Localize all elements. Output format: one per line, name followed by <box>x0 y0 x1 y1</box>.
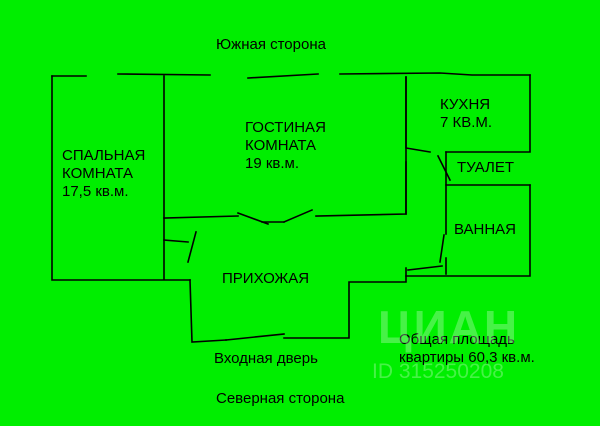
total-area-label: Общая площадь квартиры 60,3 кв.м. <box>399 331 535 367</box>
hallway-walls <box>189 267 407 343</box>
bedroom-walls <box>51 75 191 281</box>
south-side-label: Южная сторона <box>216 36 326 53</box>
bathroom-label: ВАННАЯ <box>454 221 517 238</box>
kitchen-label: КУХНЯ 7 КВ.М. <box>440 96 492 132</box>
entrance-door <box>225 333 285 341</box>
toilet-label: ТУАЛЕТ <box>457 159 515 176</box>
bathroom-door <box>407 234 445 271</box>
watermark-brand: ЦИАН <box>378 301 520 353</box>
bedroom-area: 17,5 кв.м. <box>62 183 129 200</box>
living-room-label: ГОСТИНАЯ КОМНАТА 19 кв.м. <box>245 119 326 173</box>
kitchen-area: 7 КВ.М. <box>440 114 493 131</box>
total-area-line2: квартиры 60,3 кв.м. <box>399 349 535 366</box>
watermark-id: ID 315250208 <box>372 360 504 383</box>
bedroom-name-line1: СПАЛЬНАЯ <box>62 147 146 164</box>
bedroom-label: СПАЛЬНАЯ КОМНАТА 17,5 кв.м. <box>62 147 145 201</box>
entrance-door-label: Входная дверь <box>214 350 318 367</box>
bedroom-name-line2: КОМНАТА <box>62 165 134 182</box>
bathroom-walls <box>405 184 531 277</box>
toilet-door <box>436 154 452 182</box>
living-room-area: 19 кв.м. <box>245 155 300 172</box>
hallway-label: ПРИХОЖАЯ <box>222 270 310 287</box>
kitchen-name: КУХНЯ <box>440 96 491 113</box>
total-area-line1: Общая площадь <box>399 331 515 348</box>
living-room-name-line2: КОМНАТА <box>245 137 317 154</box>
kitchen-walls <box>405 74 531 215</box>
north-side-label: Северная сторона <box>216 390 345 407</box>
living-room-name-line1: ГОСТИНАЯ <box>245 119 326 136</box>
south-wall <box>51 72 531 79</box>
living-room-door <box>236 208 314 226</box>
bedroom-door <box>163 231 197 263</box>
